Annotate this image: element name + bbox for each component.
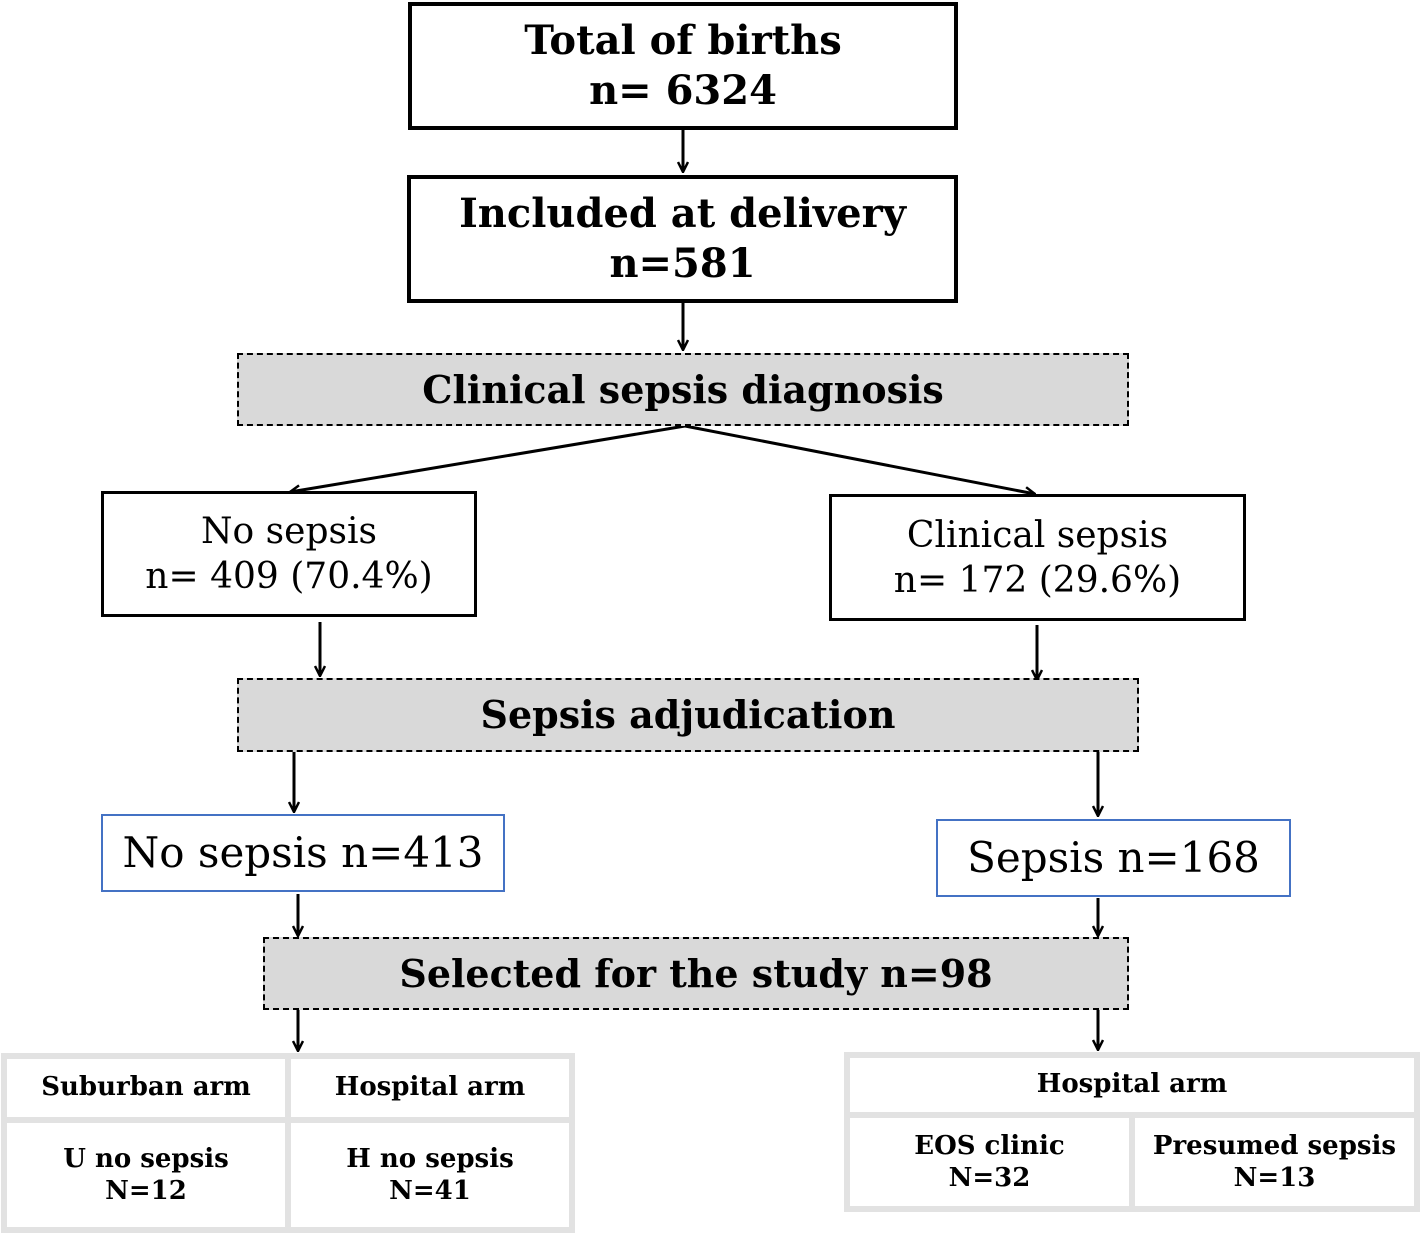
- included-title: Included at delivery: [459, 190, 906, 237]
- presumed-sepsis-count: N=13: [1233, 1163, 1316, 1193]
- h-no-sepsis-cell: H no sepsis N=41: [291, 1123, 569, 1227]
- u-no-sepsis-count: N=12: [105, 1176, 187, 1206]
- hospital-arm-header-left: Hospital arm: [291, 1059, 569, 1117]
- presumed-sepsis-cell: Presumed sepsis N=13: [1135, 1118, 1414, 1206]
- u-no-sepsis-cell: U no sepsis N=12: [7, 1123, 285, 1227]
- no-sepsis-clinical-title: No sepsis: [201, 511, 377, 552]
- selected-for-study-box: Selected for the study n=98: [263, 937, 1129, 1010]
- eos-clinic-label: EOS clinic: [914, 1130, 1065, 1161]
- total-births-box: Total of births n= 6324: [408, 2, 958, 130]
- included-count: n=581: [609, 240, 756, 287]
- arrow-diagnosis-to-no-sepsis: [290, 424, 686, 492]
- presumed-sepsis-label: Presumed sepsis: [1152, 1130, 1397, 1161]
- included-at-delivery-box: Included at delivery n=581: [407, 175, 958, 303]
- left-arm-table: Suburban arm Hospital arm U no sepsis N=…: [1, 1053, 575, 1233]
- no-sepsis-clinical-box: No sepsis n= 409 (70.4%): [101, 491, 477, 617]
- arrow-diagnosis-to-clinical-sepsis: [684, 424, 1035, 494]
- clinical-sepsis-diagnosis-box: Clinical sepsis diagnosis: [237, 353, 1129, 426]
- eos-clinic-count: N=32: [948, 1163, 1031, 1193]
- total-births-title: Total of births: [524, 17, 842, 64]
- no-sepsis-clinical-count: n= 409 (70.4%): [145, 556, 433, 597]
- clinical-diagnosis-label: Clinical sepsis diagnosis: [422, 366, 944, 412]
- total-births-count: n= 6324: [589, 67, 777, 114]
- sepsis-adjudicated-box: Sepsis n=168: [936, 819, 1291, 897]
- sepsis-adjudicated-label: Sepsis n=168: [967, 832, 1260, 882]
- no-sepsis-adjudicated-label: No sepsis n=413: [122, 827, 484, 877]
- clinical-sepsis-box: Clinical sepsis n= 172 (29.6%): [829, 494, 1246, 621]
- h-no-sepsis-label: H no sepsis: [346, 1143, 514, 1174]
- suburban-arm-header: Suburban arm: [7, 1059, 285, 1117]
- adjudication-label: Sepsis adjudication: [480, 692, 896, 738]
- sepsis-adjudication-box: Sepsis adjudication: [237, 678, 1139, 752]
- eos-clinic-cell: EOS clinic N=32: [850, 1118, 1129, 1206]
- no-sepsis-adjudicated-box: No sepsis n=413: [101, 814, 505, 892]
- hospital-arm-header-right: Hospital arm: [850, 1058, 1414, 1112]
- clinical-sepsis-count: n= 172 (29.6%): [893, 559, 1182, 601]
- clinical-sepsis-title: Clinical sepsis: [906, 514, 1169, 556]
- u-no-sepsis-label: U no sepsis: [63, 1143, 229, 1174]
- selected-label: Selected for the study n=98: [399, 950, 993, 996]
- h-no-sepsis-count: N=41: [389, 1176, 471, 1206]
- right-arm-table: Hospital arm EOS clinic N=32 Presumed se…: [844, 1052, 1420, 1212]
